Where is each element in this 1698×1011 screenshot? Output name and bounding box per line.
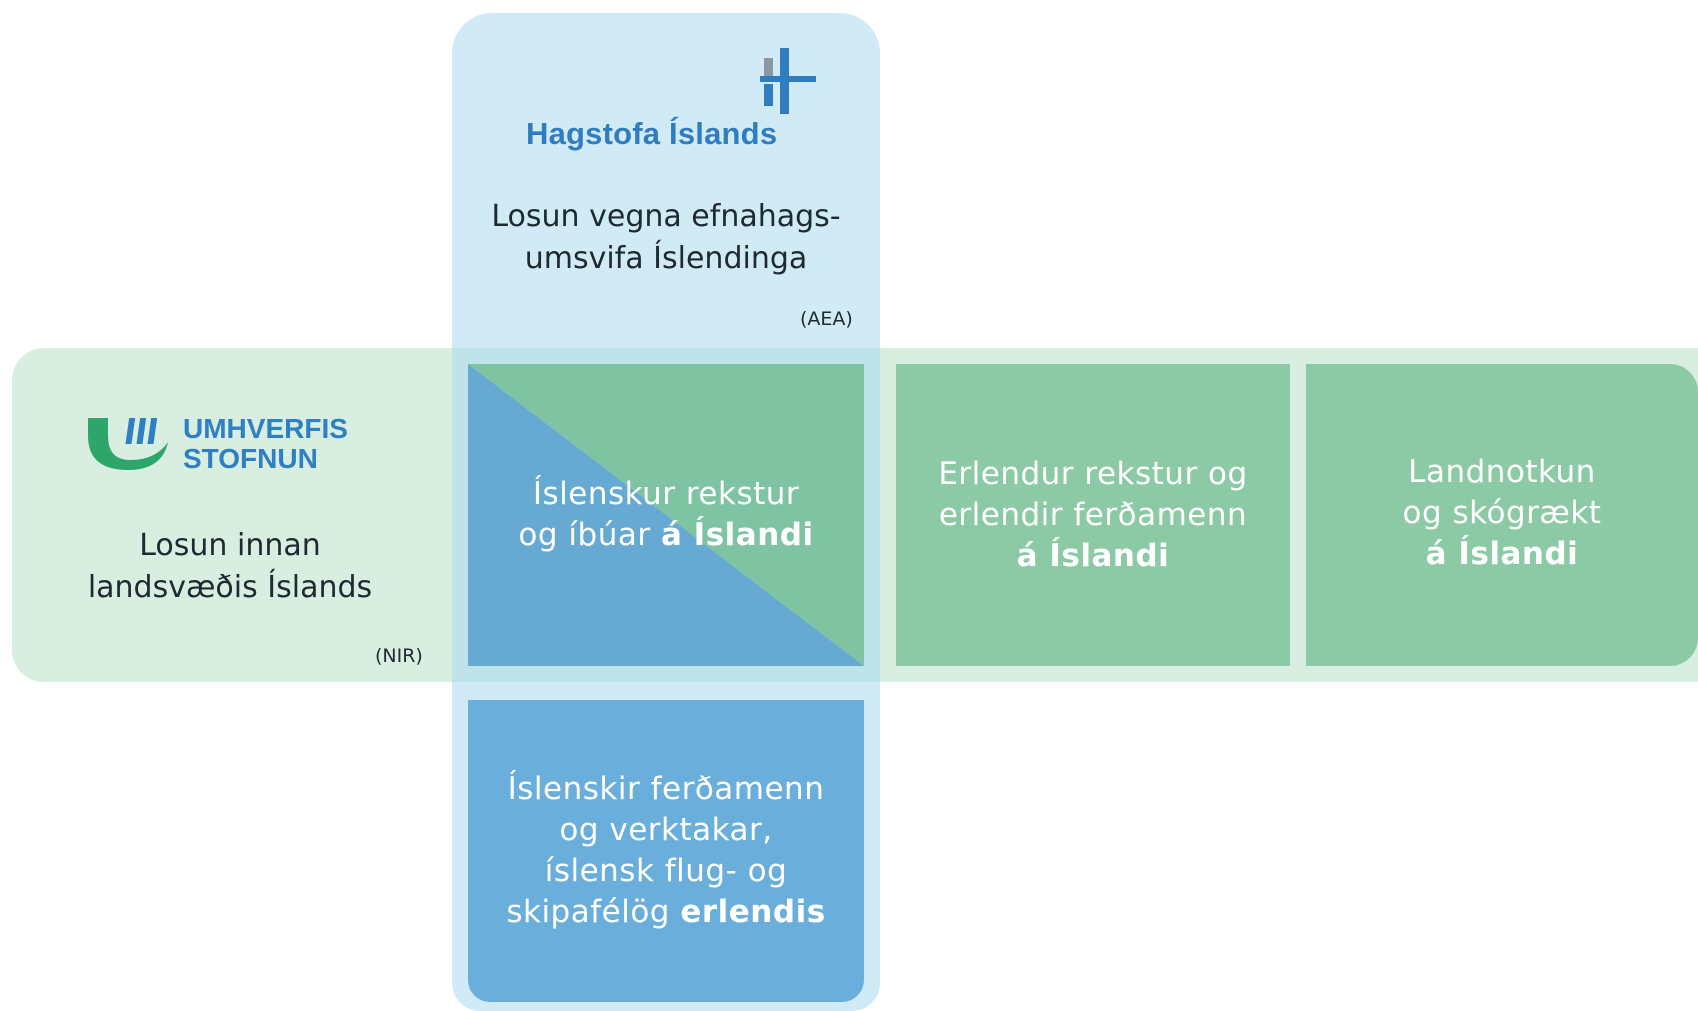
box-abroad-line4-bold: erlendis: [680, 894, 826, 930]
box-abroad-line4-plain: skipafélög: [506, 894, 681, 930]
box-abroad-line3: íslensk flug- og: [544, 853, 788, 889]
box-icelandic-domestic: Íslenskur rekstur og íbúar á Íslandi: [468, 364, 864, 666]
hagstofa-logo-text: Hagstofa Íslands: [526, 116, 778, 151]
box-abroad-line1: Íslenskir ferðamenn: [507, 771, 825, 807]
box-abroad-line2: og verktakar,: [559, 812, 773, 848]
aea-title-line1: Losun vegna efnahags-: [491, 199, 841, 234]
box-abroad-line4: skipafélög erlendis: [506, 892, 825, 933]
box-icelandic-domestic-line1: Íslenskur rekstur: [532, 476, 800, 512]
box-foreign-line3-bold: á Íslandi: [1016, 537, 1170, 574]
aea-title: Losun vegna efnahags- umsvifa Íslendinga: [452, 196, 880, 280]
aea-title-line2: umsvifa Íslendinga: [524, 241, 808, 276]
hagstofa-logo: [760, 46, 818, 116]
box-land-use: Landnotkun og skógrækt á Íslandi: [1306, 364, 1698, 666]
hagstofa-logo-mark-icon: [760, 48, 816, 114]
box-icelandic-domestic-line2-plain: og íbúar: [518, 517, 661, 553]
nir-title-line2: landsvæðis Íslands: [87, 570, 373, 605]
box-foreign-line2: erlendir ferðamenn: [938, 496, 1248, 533]
umhverfisstofnun-logo-mark-icon: [88, 418, 168, 470]
nir-title-line1: Losun innan: [139, 528, 321, 563]
box-icelandic-domestic-line2: og íbúar á Íslandi: [518, 515, 813, 556]
umhverfisstofnun-logo-text: UMHVERFIS STOFNUN: [183, 414, 348, 474]
box-icelandic-domestic-line2-bold: á Íslandi: [660, 517, 814, 553]
box-land-line1: Landnotkun: [1408, 454, 1596, 490]
split-background: [468, 364, 864, 666]
box-land-line3-bold: á Íslandi: [1425, 536, 1579, 572]
nir-title: Losun innan landsvæðis Íslands: [40, 525, 420, 609]
box-land-line3: á Íslandi: [1426, 534, 1579, 575]
box-icelandic-domestic-text: Íslenskur rekstur og íbúar á Íslandi: [468, 364, 864, 666]
box-icelandic-abroad: Íslenskir ferðamenn og verktakar, íslens…: [468, 700, 864, 1002]
nir-tag: (NIR): [375, 645, 423, 667]
box-foreign-domestic: Erlendur rekstur og erlendir ferðamenn á…: [896, 364, 1290, 666]
umhverfisstofnun-logo-line1: UMHVERFIS: [183, 413, 348, 444]
box-foreign-line3: á Íslandi: [1017, 536, 1170, 577]
umhverfisstofnun-logo: [86, 412, 172, 474]
box-land-line2: og skógrækt: [1402, 495, 1602, 531]
aea-tag: (AEA): [800, 308, 853, 330]
umhverfisstofnun-logo-line2: STOFNUN: [183, 443, 318, 474]
box-foreign-line1: Erlendur rekstur og: [938, 455, 1248, 492]
